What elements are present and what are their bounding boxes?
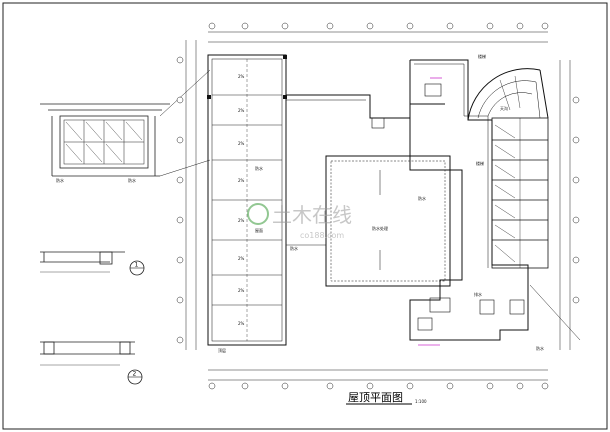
magenta-markers	[418, 77, 442, 346]
top-dimension-lines	[185, 31, 571, 381]
detail-panel-top	[40, 69, 211, 177]
drawing-title: 屋顶平面图	[348, 391, 403, 404]
detail-note-top-2: 防水	[128, 177, 136, 183]
courtyard-note-2: 防水	[418, 195, 426, 201]
svg-text:2%: 2%	[238, 321, 245, 326]
right-note-4: 防水	[536, 345, 544, 351]
detail-ref-1-number: 1	[135, 262, 139, 269]
left-wing-partitions	[212, 59, 282, 341]
right-room-stack	[491, 117, 549, 269]
leader-line	[529, 284, 581, 341]
detail-ref-1-symbol: 1	[129, 260, 145, 276]
detail-section-2	[40, 341, 135, 366]
watermark-text-url: co188.com	[300, 231, 344, 240]
detail-note-top: 防水	[56, 177, 64, 183]
stair-note: 楼梯	[478, 53, 486, 59]
right-wing-boxes	[417, 83, 525, 331]
upper-connector	[286, 94, 445, 129]
center-note-a: 防水	[290, 245, 298, 251]
svg-text:2%: 2%	[238, 74, 245, 79]
watermark-text-cn: 土木在线	[272, 203, 352, 227]
detail-ref-2-symbol: 2	[127, 369, 143, 385]
roof-elevation-label: 屋面	[255, 227, 263, 233]
svg-text:2%: 2%	[238, 178, 245, 183]
left-wing-posts	[207, 55, 287, 99]
right-note-3: 排水	[474, 291, 482, 297]
left-wing-fall-marks: 2% 2% 2% 2% 2% 2% 2% 2%	[238, 74, 245, 326]
right-building-outline	[409, 59, 529, 341]
courtyard-note: 防水处理	[372, 225, 388, 231]
svg-text:2%: 2%	[238, 256, 245, 261]
courtyard	[325, 155, 451, 287]
left-elevation-label: 顶层	[218, 347, 226, 353]
detail-ref-2-number: 2	[133, 371, 137, 378]
grid-axis-bubbles	[176, 22, 580, 390]
right-note-2: 天沟	[500, 105, 508, 111]
drawing-scale: 1:100	[415, 399, 427, 404]
right-note-1: 楼梯	[476, 160, 484, 166]
svg-text:2%: 2%	[238, 141, 245, 146]
watermark-logo: 土木在线 co188.com	[247, 203, 352, 240]
detail-section-1	[40, 251, 125, 273]
svg-text:2%: 2%	[238, 108, 245, 113]
curved-stair-tower	[467, 68, 549, 121]
svg-text:2%: 2%	[238, 288, 245, 293]
left-wing-note: 防水	[255, 165, 263, 171]
svg-text:2%: 2%	[238, 218, 245, 223]
